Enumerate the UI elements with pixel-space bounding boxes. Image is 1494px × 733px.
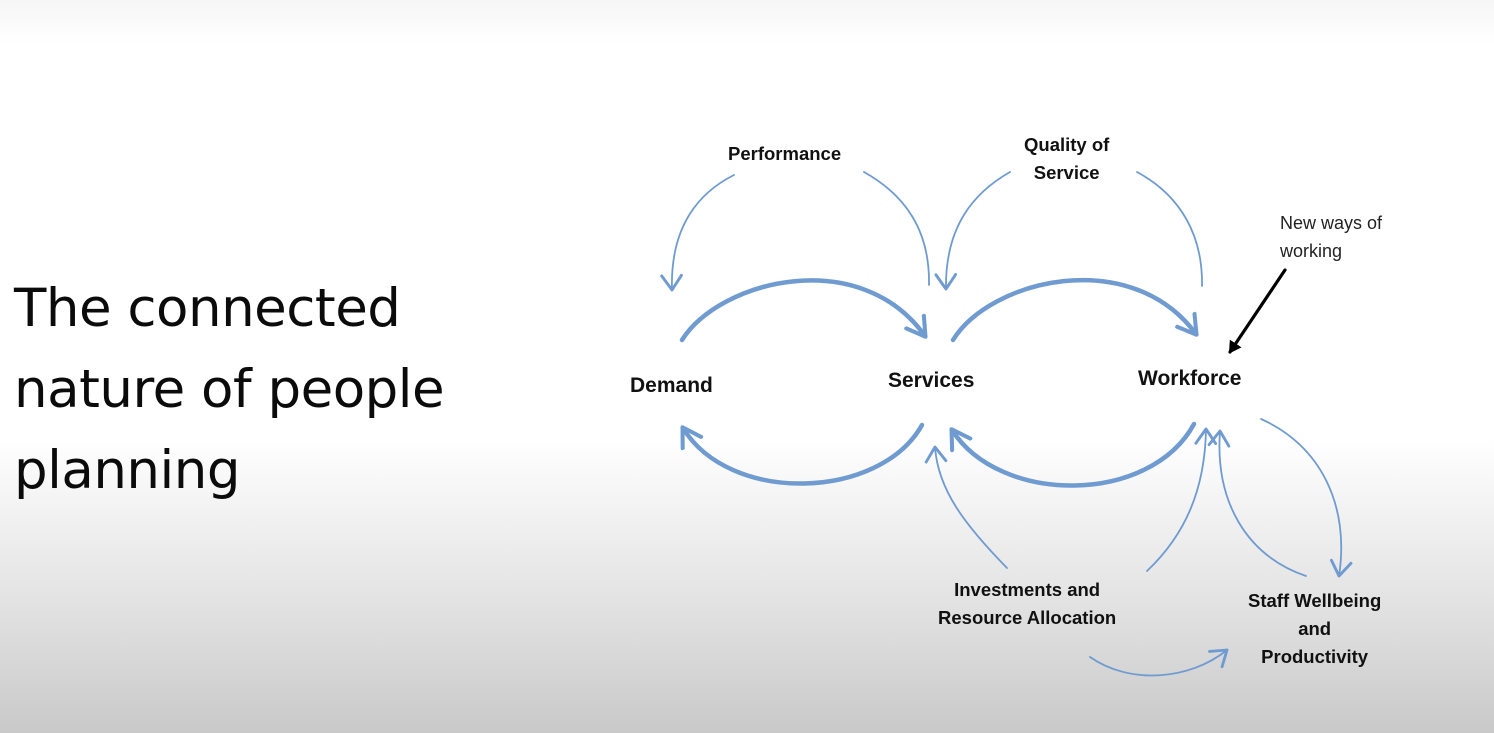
arrow-workforce-to-staff bbox=[1260, 418, 1353, 578]
node-demand-label: Demand bbox=[630, 374, 713, 397]
node-staff-line-1: Staff Wellbeing bbox=[1248, 590, 1382, 611]
arrow-services-to-performance bbox=[863, 171, 930, 286]
annotation-line-1: New ways of bbox=[1280, 213, 1383, 233]
node-quality-line-1: Quality of bbox=[1024, 134, 1110, 155]
arrow-demand-to-services bbox=[679, 278, 925, 343]
slide-title-line-3: planning bbox=[14, 440, 241, 501]
arrow-performance-to-demand bbox=[660, 174, 735, 292]
node-performance-label: Performance bbox=[728, 143, 842, 164]
node-investments: Investments and Resource Allocation bbox=[938, 576, 1116, 632]
node-services: Services bbox=[888, 368, 974, 394]
node-staff-line-3: Productivity bbox=[1261, 646, 1369, 667]
node-staff-line-2: and bbox=[1298, 618, 1332, 639]
annotation-line-2: working bbox=[1280, 241, 1343, 261]
slide-title-line-1: The connected bbox=[14, 278, 401, 339]
slide-title: The connected nature of people planning bbox=[14, 268, 445, 511]
node-services-label: Services bbox=[888, 369, 975, 392]
node-workforce-label: Workforce bbox=[1138, 367, 1242, 390]
node-investments-line-1: Investments and bbox=[954, 579, 1101, 600]
node-performance: Performance bbox=[728, 140, 841, 168]
arrow-investments-to-staff bbox=[1089, 648, 1229, 677]
node-quality-of-service: Quality of Service bbox=[1024, 131, 1109, 187]
node-demand: Demand bbox=[630, 373, 713, 399]
arrow-workforce-to-quality bbox=[1136, 171, 1203, 287]
node-quality-line-2: Service bbox=[1033, 162, 1100, 183]
node-investments-line-2: Resource Allocation bbox=[938, 607, 1117, 628]
arrow-investments-to-workforce bbox=[1146, 427, 1218, 572]
arrow-quality-to-services bbox=[934, 171, 1011, 291]
arrow-staff-to-workforce bbox=[1207, 429, 1307, 577]
node-staff-wellbeing: Staff Wellbeing and Productivity bbox=[1248, 587, 1381, 671]
arrow-services-to-workforce bbox=[950, 277, 1196, 343]
slide-title-line-2: nature of people bbox=[14, 359, 445, 420]
arrow-investments-to-services bbox=[924, 445, 1008, 569]
arrow-new-ways-to-workforce bbox=[1228, 268, 1287, 354]
arrow-services-to-demand bbox=[683, 422, 925, 486]
arrow-workforce-to-services bbox=[952, 421, 1197, 488]
annotation-new-ways-of-working: New ways of working bbox=[1280, 209, 1382, 265]
node-workforce: Workforce bbox=[1138, 366, 1241, 392]
